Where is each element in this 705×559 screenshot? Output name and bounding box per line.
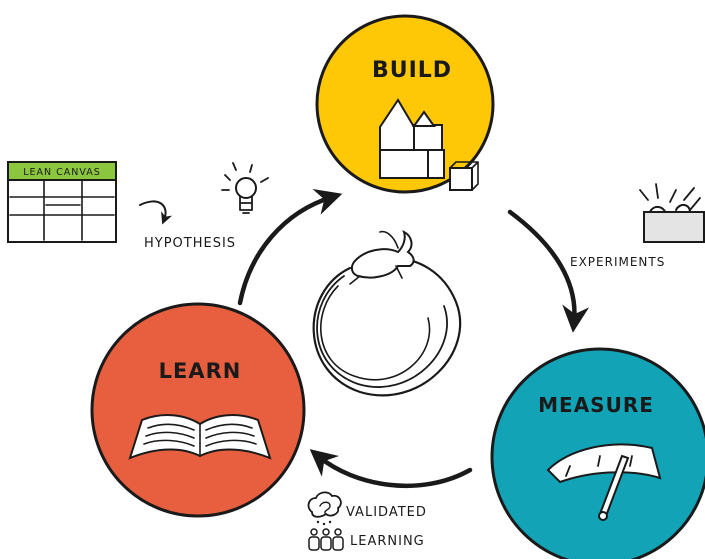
lean-canvas: LEAN CANVAS: [7, 161, 117, 243]
build-circle: [315, 14, 495, 194]
learning-label: LEARNING: [350, 534, 425, 549]
arrow-build-to-measure: [507, 209, 590, 333]
arrow-learn-to-build: [237, 188, 343, 306]
people-icon: [308, 528, 344, 551]
lightbulb-icon: [221, 162, 269, 214]
learn-circle: [90, 302, 306, 518]
thought-cloud-icon: [307, 491, 342, 526]
arrow-measure-to-learn: [309, 449, 473, 488]
canvas-arrow: [139, 200, 173, 225]
lean-canvas-header: [7, 161, 117, 181]
center-swirl: [312, 256, 462, 397]
experiments-label: EXPERIMENTS: [570, 255, 665, 269]
hypothesis-label: HYPOTHESIS: [144, 236, 236, 251]
measure-label: MEASURE: [538, 393, 654, 417]
learn-stage: LEARN: [90, 302, 306, 518]
learn-label: LEARN: [159, 359, 242, 383]
lean-canvas-title: LEAN CANVAS: [23, 167, 101, 178]
gauge-icon: [546, 443, 662, 521]
rabbit-icon: [349, 230, 415, 285]
tools-box-icon: [639, 183, 705, 243]
validated-label: VALIDATED: [346, 505, 427, 520]
measure-stage: MEASURE: [490, 347, 705, 559]
build-stage: BUILD: [315, 14, 495, 194]
blocks-icon: [379, 98, 479, 191]
build-label: BUILD: [372, 58, 452, 83]
open-book-icon: [128, 414, 272, 460]
